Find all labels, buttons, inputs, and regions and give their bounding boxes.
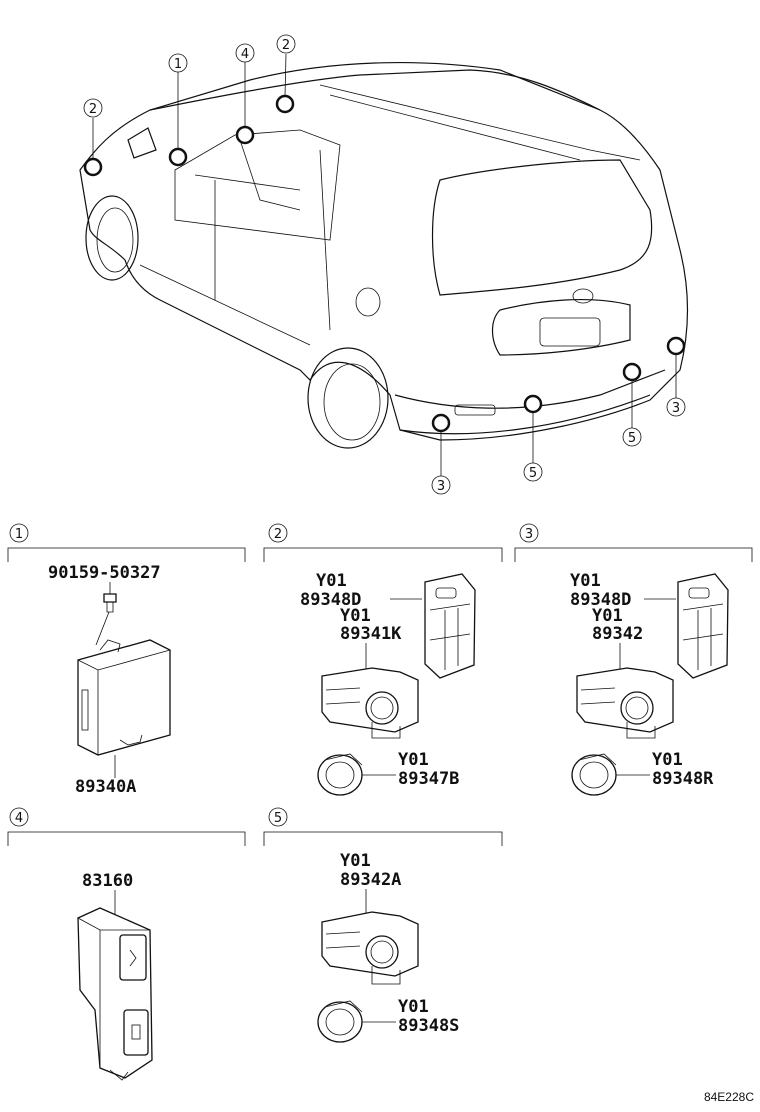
callout-2: 2 (282, 38, 290, 53)
sensor-marker (83, 157, 103, 177)
svg-text:5: 5 (274, 811, 282, 826)
part-number: 89348R (652, 769, 714, 789)
part-number: 83160 (82, 871, 133, 891)
vehicle-illustration (79, 62, 689, 449)
callout-1: 1 (174, 57, 182, 72)
callout-4: 4 (241, 47, 249, 62)
section-headers: 1 2 3 4 5 (7, 523, 753, 846)
part-number: 89348D (300, 590, 361, 610)
part-number: 89342 (592, 624, 643, 644)
illustration-reference: 84E228C (704, 1090, 754, 1104)
callout-3: 3 (672, 401, 680, 416)
part-code: Y01 (570, 571, 601, 591)
sensor-marker (666, 336, 686, 356)
svg-text:1: 1 (15, 527, 23, 542)
part-code: Y01 (340, 606, 371, 626)
svg-text:4: 4 (15, 811, 23, 826)
section-2-sensor-set: Y01 89348D Y01 89341K Y01 89347B (300, 571, 476, 796)
part-number: 89347B (398, 769, 459, 789)
sensor-marker (235, 125, 255, 145)
vehicle-callouts: 1 2 2 4 3 5 5 3 (83, 34, 686, 495)
svg-text:2: 2 (274, 527, 282, 542)
section-3-sensor-set: Y01 89348D Y01 89342 Y01 89348R (570, 571, 729, 796)
part-code: Y01 (316, 571, 347, 591)
part-number: 89348D (570, 590, 631, 610)
sensor-marker (431, 413, 451, 433)
part-code: Y01 (340, 851, 371, 871)
part-number: 90159-50327 (48, 563, 161, 583)
part-number: 89342A (340, 870, 401, 890)
part-number: 89348S (398, 1016, 459, 1036)
section-5-sensor-set: Y01 89342A Y01 89348S (317, 851, 459, 1043)
part-code: Y01 (398, 997, 429, 1017)
sensor-marker (622, 362, 642, 382)
part-code: Y01 (592, 606, 623, 626)
part-number: 89341K (340, 624, 402, 644)
callout-5: 5 (529, 466, 537, 481)
section-1-ecu: 90159-50327 89340A (48, 563, 171, 797)
sensor-marker (523, 394, 543, 414)
svg-text:3: 3 (525, 527, 533, 542)
sensor-marker (168, 147, 188, 167)
part-number: 89340A (75, 777, 136, 797)
callout-5: 5 (628, 431, 636, 446)
callout-2: 2 (89, 102, 97, 117)
sensor-marker (275, 94, 295, 114)
part-code: Y01 (398, 750, 429, 770)
callout-3: 3 (437, 479, 445, 494)
section-4-switch: 83160 (77, 871, 153, 1081)
part-code: Y01 (652, 750, 683, 770)
